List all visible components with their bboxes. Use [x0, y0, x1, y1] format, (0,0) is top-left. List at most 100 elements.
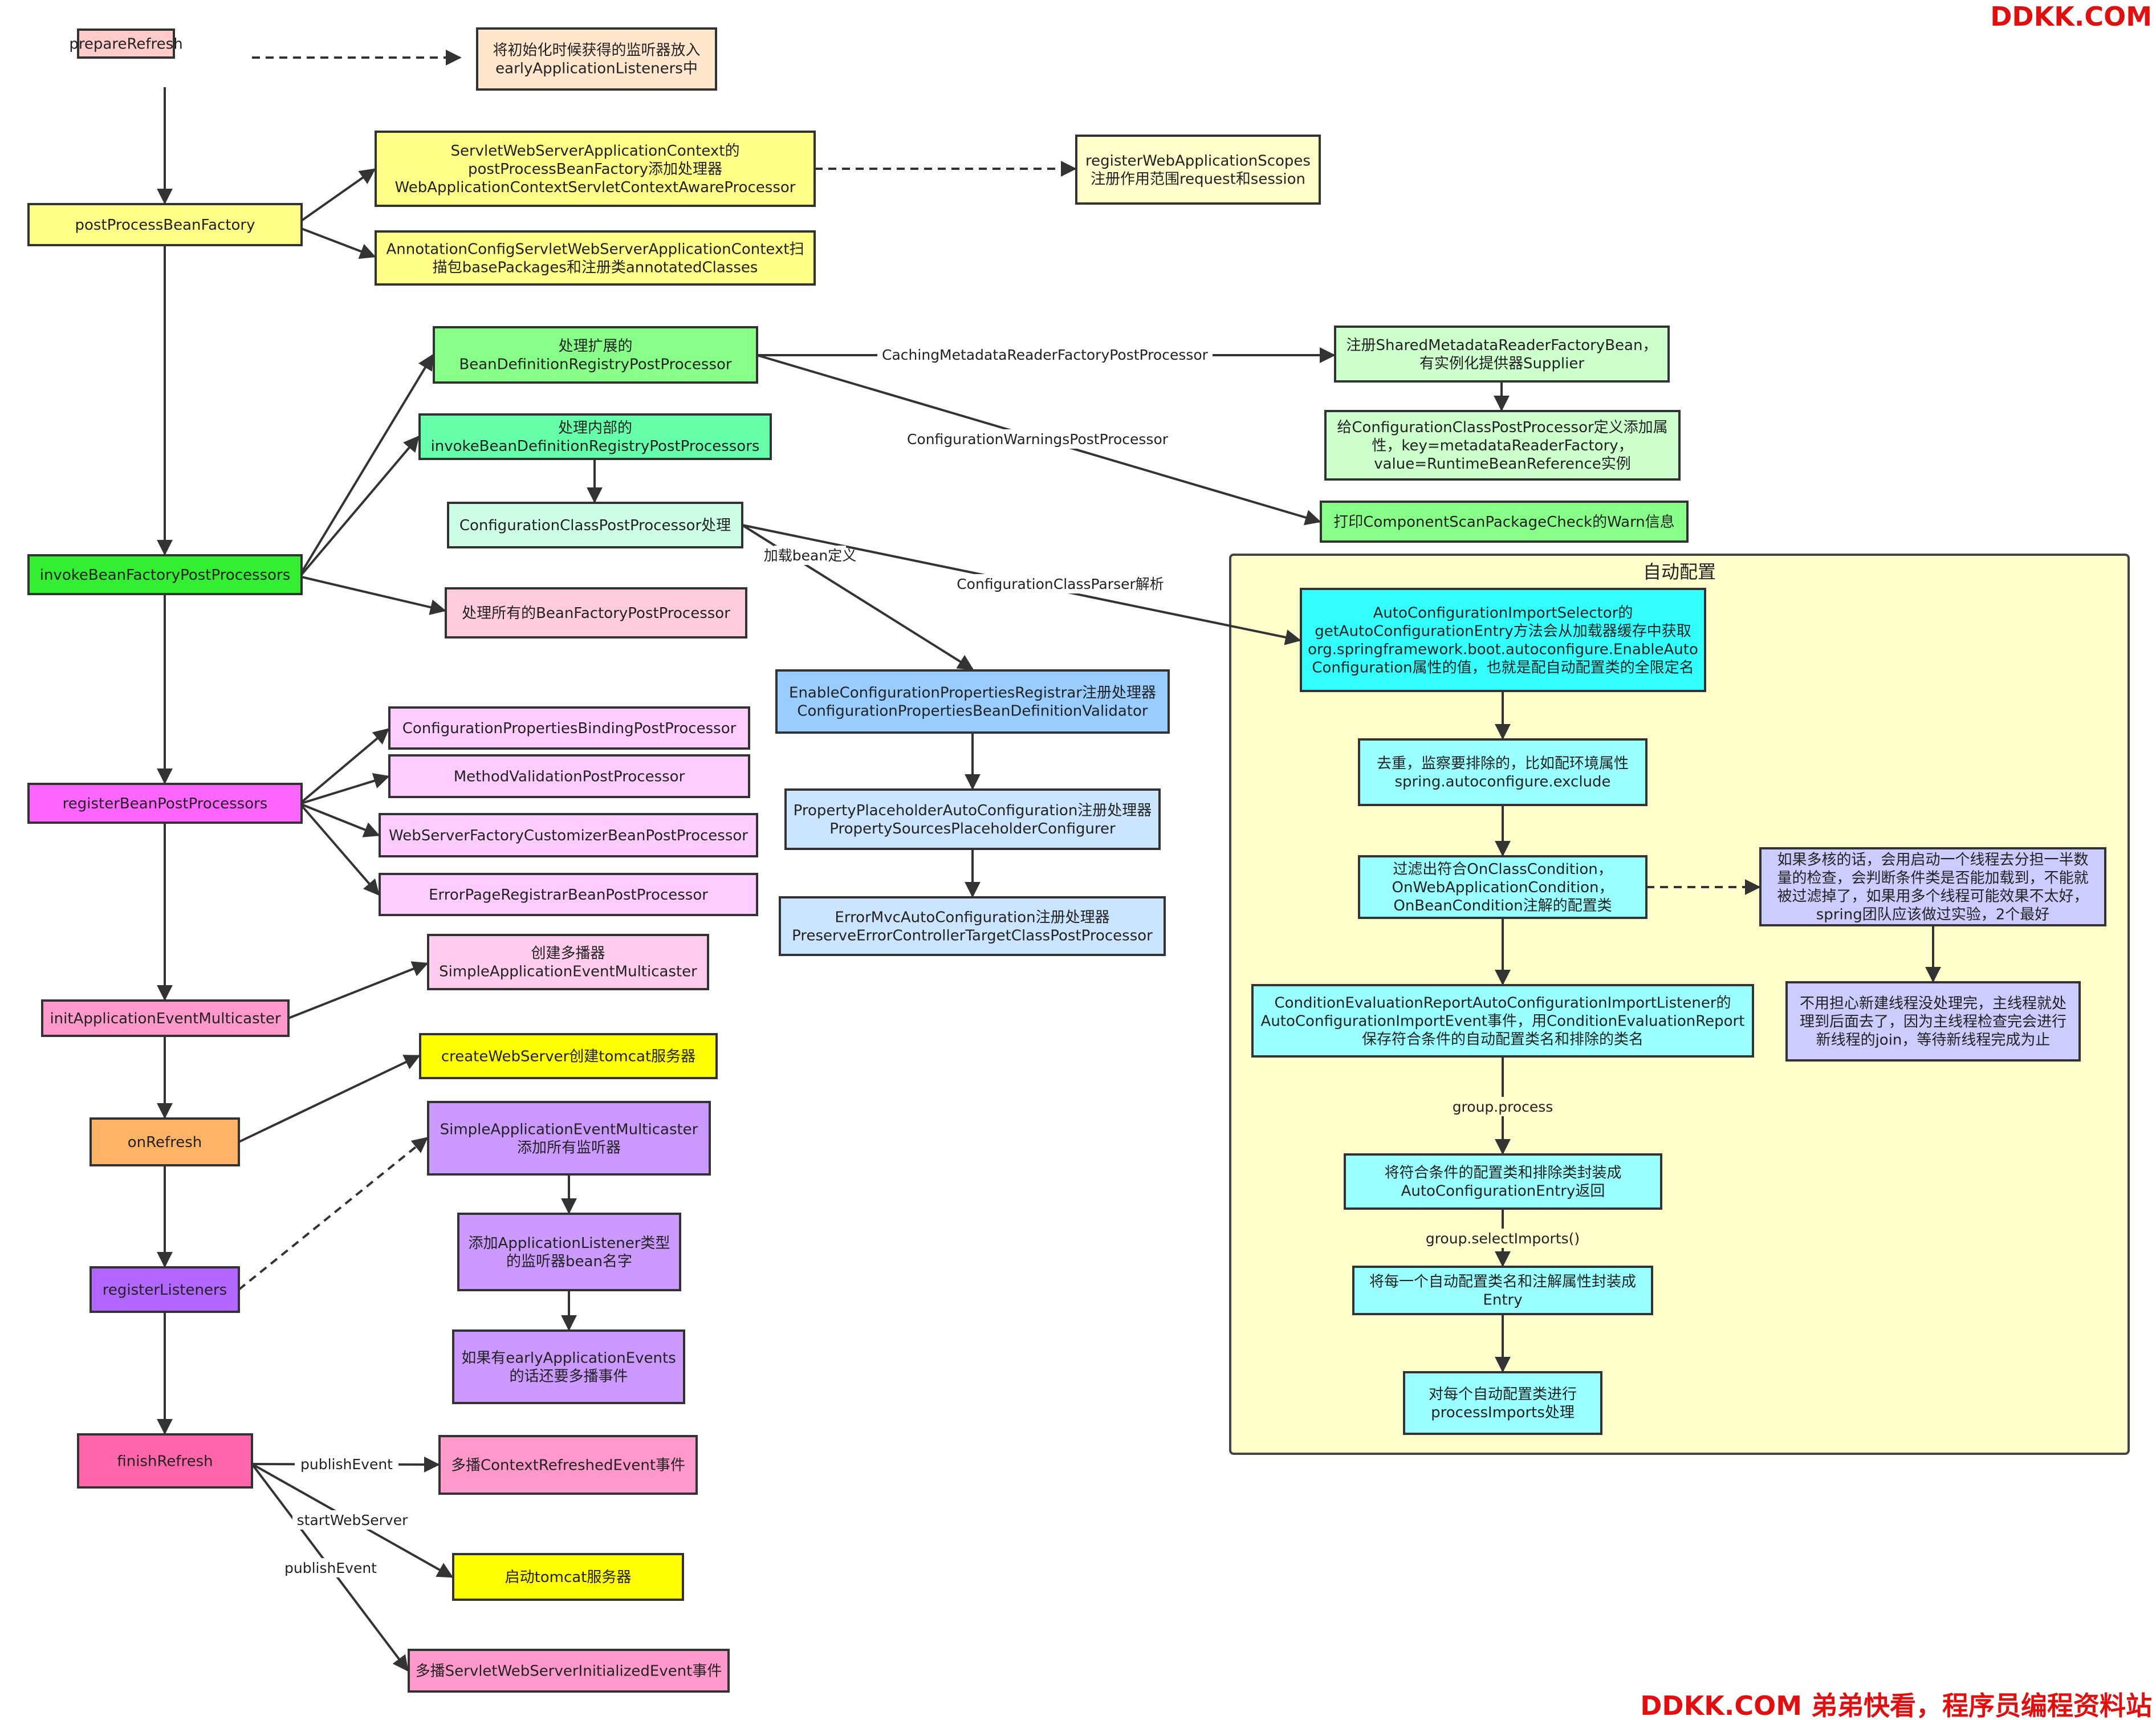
node-text: BeanDefinitionRegistryPostProcessor	[459, 356, 732, 373]
node-box	[1785, 981, 2081, 1062]
node-text: ConfigurationPropertiesBeanDefinitionVal…	[797, 703, 1148, 720]
node-text: 添加所有监听器	[517, 1140, 621, 1157]
node-configClassPP: ConfigurationClassPostProcessor处理	[447, 502, 743, 548]
node-text: Entry	[1483, 1292, 1522, 1309]
node-condEval: ConditionEvaluationReportAutoConfigurati…	[1251, 984, 1754, 1058]
node-noWorry: 不用担心新建线程没处理完，主线程就处理到后面去了，因为主线程检查完会进行新线程的…	[1785, 981, 2081, 1062]
watermark-top: DDKK.COM	[1990, 1, 2152, 32]
node-filterCond: 过滤出符合OnClassCondition，OnWebApplicationCo…	[1358, 855, 1647, 919]
node-box	[77, 1433, 253, 1489]
node-text: 处理扩展的	[558, 338, 632, 355]
edge-label: publishEvent	[300, 1456, 393, 1473]
node-text: ErrorPageRegistrarBeanPostProcessor	[429, 887, 708, 904]
node-text: 不用担心新建线程没处理完，主线程就处	[1800, 995, 2066, 1013]
node-text: 注册SharedMetadataReaderFactoryBean，	[1347, 337, 1658, 354]
node-box	[90, 1117, 240, 1166]
node-text: postProcessBeanFactory	[75, 217, 255, 234]
node-box	[27, 783, 303, 824]
edge-invokeBFPP-to-allBFPP	[301, 576, 446, 615]
node-invokeBFPP: invokeBeanFactoryPostProcessors	[27, 554, 303, 595]
node-text: 的话还要多播事件	[509, 1368, 628, 1385]
watermark-bottom: DDKK.COM 弟弟快看，程序员编程资料站	[1640, 1690, 2152, 1720]
node-errorPageReg: ErrorPageRegistrarBeanPostProcessor	[379, 873, 758, 916]
node-text: SimpleApplicationEventMulticaster	[439, 963, 697, 981]
node-text: 如果多核的话，会用启动一个线程去分担一半数	[1777, 852, 2088, 869]
node-startTomcat: 启动tomcat服务器	[452, 1553, 684, 1601]
node-text: 多播ServletWebServerInitializedEvent事件	[416, 1663, 722, 1680]
node-box	[375, 230, 816, 286]
edge-label-bg	[295, 1454, 398, 1474]
node-box	[388, 754, 750, 798]
node-box	[779, 896, 1166, 956]
edge-label-bg	[279, 1558, 383, 1577]
edge-label: publishEvent	[284, 1560, 377, 1576]
node-box	[375, 131, 816, 207]
edge-label: group.process	[1453, 1099, 1553, 1115]
node-box	[379, 813, 758, 857]
node-text: registerWebApplicationScopes	[1085, 153, 1311, 170]
node-text: 如果有earlyApplicationEvents	[461, 1350, 676, 1367]
node-createWebServer: createWebServer创建tomcat服务器	[419, 1033, 718, 1079]
edge-label-bg	[953, 574, 1168, 593]
node-text: ConfigurationPropertiesBindingPostProces…	[402, 720, 737, 737]
node-text: 创建多播器	[531, 945, 605, 962]
node-box	[1075, 135, 1321, 205]
node-box	[447, 502, 743, 548]
node-text: 去重，监察要排除的，比如配环境属性	[1377, 755, 1629, 772]
edge-invokeBFPP-to-extRegistry	[300, 353, 434, 574]
node-box	[27, 203, 303, 246]
edge-registerListeners-to-simpleMulticaster	[238, 1137, 429, 1291]
edge-postProcessBeanFactory-to-annotationScan	[301, 227, 376, 259]
node-text: MethodValidationPostProcessor	[454, 768, 685, 786]
edge-label-bg	[1447, 1097, 1559, 1116]
node-text: 多播ContextRefreshedEvent事件	[451, 1457, 685, 1474]
auto-config-group-title: 自动配置	[1643, 561, 1716, 583]
node-box	[1320, 501, 1689, 543]
node-text: value=RuntimeBeanReference实例	[1374, 456, 1631, 473]
node-text: org.springframework.boot.autoconfigure.E…	[1308, 641, 1698, 658]
node-text: onRefresh	[128, 1134, 202, 1151]
node-text: 将符合条件的配置类和排除类封装成	[1384, 1165, 1621, 1182]
node-registerScopes: registerWebApplicationScopes注册作用范围reques…	[1075, 135, 1321, 205]
node-box	[1352, 1266, 1653, 1315]
node-methodValidation: MethodValidationPostProcessor	[388, 754, 750, 798]
node-text: initApplicationEventMulticaster	[50, 1010, 280, 1027]
node-onRefresh: onRefresh	[90, 1117, 240, 1166]
node-prepareRefresh: prepareRefresh	[69, 29, 183, 59]
node-cpBinding: ConfigurationPropertiesBindingPostProces…	[388, 706, 750, 750]
edge-onRefresh-to-createWebServer	[238, 1055, 421, 1143]
node-text: 启动tomcat服务器	[505, 1569, 632, 1586]
node-text: 的监听器bean名字	[506, 1253, 632, 1270]
node-text: 处理所有的BeanFactoryPostProcessor	[462, 605, 730, 622]
edge-label: group.selectImports()	[1426, 1230, 1580, 1247]
node-box	[452, 1553, 684, 1601]
node-sharedMeta: 注册SharedMetadataReaderFactoryBean，有实例化提供…	[1334, 326, 1670, 383]
node-metaAttr: 给ConfigurationClassPostProcessor定义添加属性，k…	[1324, 410, 1681, 481]
node-box	[1251, 984, 1754, 1058]
node-box	[388, 706, 750, 750]
node-box	[1403, 1371, 1602, 1435]
node-registerBPP: registerBeanPostProcessors	[27, 783, 303, 824]
node-text: 性，key=metadataReaderFactory，	[1372, 437, 1633, 454]
node-text: postProcessBeanFactory添加处理器	[468, 161, 722, 178]
node-text: spring.autoconfigure.exclude	[1394, 774, 1610, 791]
edge-label-bg	[898, 429, 1177, 449]
node-box	[418, 413, 772, 460]
node-text: spring团队应该做过实验，2个最好	[1816, 906, 2050, 924]
node-text: AnnotationConfigServletWebServerApplicat…	[386, 241, 804, 258]
edge-label: 加载bean定义	[764, 547, 856, 564]
node-box	[784, 788, 1161, 850]
node-text: createWebServer创建tomcat服务器	[441, 1048, 695, 1066]
edge-registerBPP-to-errorPageReg	[300, 804, 380, 896]
node-text: 新线程的join，等待新线程完成为止	[1816, 1032, 2051, 1049]
node-text: 描包basePackages和注册类annotatedClasses	[433, 259, 758, 276]
node-text: AutoConfigurationEntry返回	[1401, 1183, 1605, 1200]
node-text: Configuration属性的值，也就是配自动配置类的全限定名	[1312, 660, 1694, 677]
node-servletInit: 多播ServletWebServerInitializedEvent事件	[408, 1649, 730, 1693]
node-text: registerBeanPostProcessors	[63, 795, 268, 812]
